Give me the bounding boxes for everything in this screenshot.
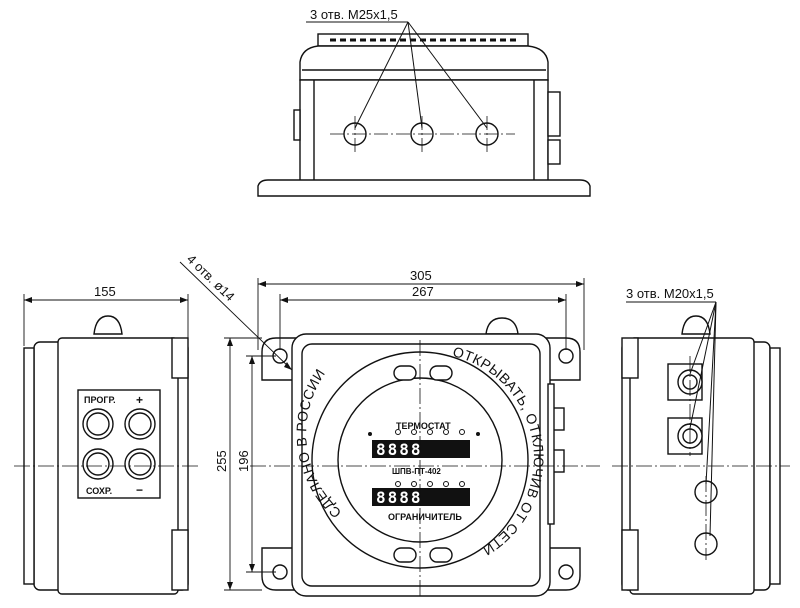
label-thermostat: ТЕРМОСТАТ (396, 421, 451, 431)
dim-hole-spacing-width: 267 (412, 284, 434, 299)
dim-overall-width: 305 (410, 268, 432, 283)
front-dim-arrows (227, 281, 584, 590)
display-bottom: 8888 (376, 488, 423, 507)
label-model: ШПВ-ПТ-402 (392, 467, 441, 476)
label-minus: − (136, 483, 143, 497)
right-center-lines (612, 356, 790, 560)
label-prog: ПРОГР. (84, 395, 116, 405)
mount-hole-tr (558, 348, 574, 364)
top-holes-leader (306, 21, 488, 129)
front-center-lines (250, 340, 600, 596)
dim-overall-height: 255 (214, 450, 229, 472)
front-displays (368, 429, 480, 506)
left-dimensions (23, 294, 189, 346)
label-plus: + (136, 393, 143, 407)
mount-hole-br (558, 564, 574, 580)
top-view (257, 33, 591, 197)
front-dimensions (179, 261, 585, 591)
dim-side-depth: 155 (94, 284, 116, 299)
label-limiter: ОГРАНИЧИТЕЛЬ (388, 512, 462, 522)
mount-holes-callout: 4 отв. ø14 (184, 251, 238, 304)
side-holes-leader (626, 301, 717, 537)
side-holes-callout: 3 отв. М20х1,5 (626, 286, 714, 301)
top-center-lines (330, 116, 515, 152)
left-buttons (82, 408, 156, 480)
right-side-view (621, 315, 781, 595)
display-top: 8888 (376, 440, 423, 459)
left-dim-arrows (24, 297, 188, 303)
dim-hole-spacing-height: 196 (236, 450, 251, 472)
label-save: СОХР. (86, 486, 112, 496)
top-holes-callout: 3 отв. М25х1,5 (310, 7, 398, 22)
